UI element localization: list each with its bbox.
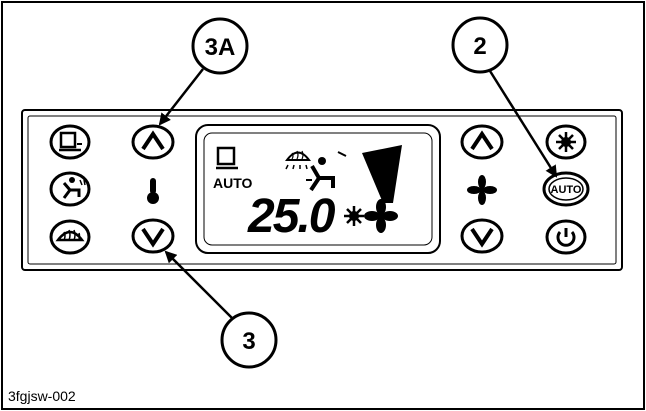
lcd-temperature-readout: 25.0: [247, 190, 336, 243]
callout-3-label: 3: [242, 328, 255, 355]
fan-icon: [467, 175, 497, 205]
control-panel-inner-outline: [27, 115, 617, 265]
auto-button[interactable]: AUTO: [542, 171, 590, 207]
defrost-button[interactable]: [49, 219, 91, 255]
temperature-up-button[interactable]: [131, 124, 175, 160]
lcd-fan-speed-bar: [362, 145, 402, 203]
callout-3: 3: [164, 250, 278, 369]
lcd-fan-icon: [364, 199, 398, 233]
lcd-auto-indicator: AUTO: [213, 175, 253, 191]
lcd-face-vent-icon: [216, 146, 238, 170]
callout-3-leader: [164, 250, 233, 319]
thermometer-icon: [147, 178, 159, 204]
face-vent-icon: [59, 131, 82, 152]
defrost-icon: [55, 229, 85, 242]
snowflake-icon: [556, 132, 576, 152]
chevron-up-icon: [470, 130, 494, 151]
ac-button[interactable]: [545, 124, 587, 160]
seated-person-icon: [62, 177, 86, 199]
lcd-defrost-icon: [285, 150, 311, 170]
foot-vent-button[interactable]: [49, 171, 91, 207]
lcd-display-inner: [203, 132, 433, 246]
power-icon: [556, 228, 576, 247]
figure-caption: 3fgjsw-002: [8, 388, 76, 404]
callout-3a-leader: [158, 68, 204, 126]
power-button[interactable]: [545, 219, 587, 255]
callout-2-leader: [488, 70, 558, 178]
face-vent-button[interactable]: [49, 124, 91, 160]
chevron-down-icon: [470, 227, 494, 248]
lcd-seated-person-icon: [306, 151, 347, 192]
callout-3a: 3A: [158, 17, 249, 126]
chevron-down-icon: [141, 227, 165, 248]
chevron-up-icon: [141, 130, 165, 151]
fan-speed-down-button[interactable]: [460, 218, 504, 254]
auto-button-label: AUTO: [551, 184, 582, 196]
fan-speed-up-button[interactable]: [460, 124, 504, 160]
lcd-cooling-icon: [344, 206, 364, 226]
callout-3a-label: 3A: [205, 34, 236, 61]
temperature-down-button[interactable]: [131, 218, 175, 254]
callout-2: 2: [451, 16, 558, 178]
callout-2-label: 2: [473, 33, 486, 60]
